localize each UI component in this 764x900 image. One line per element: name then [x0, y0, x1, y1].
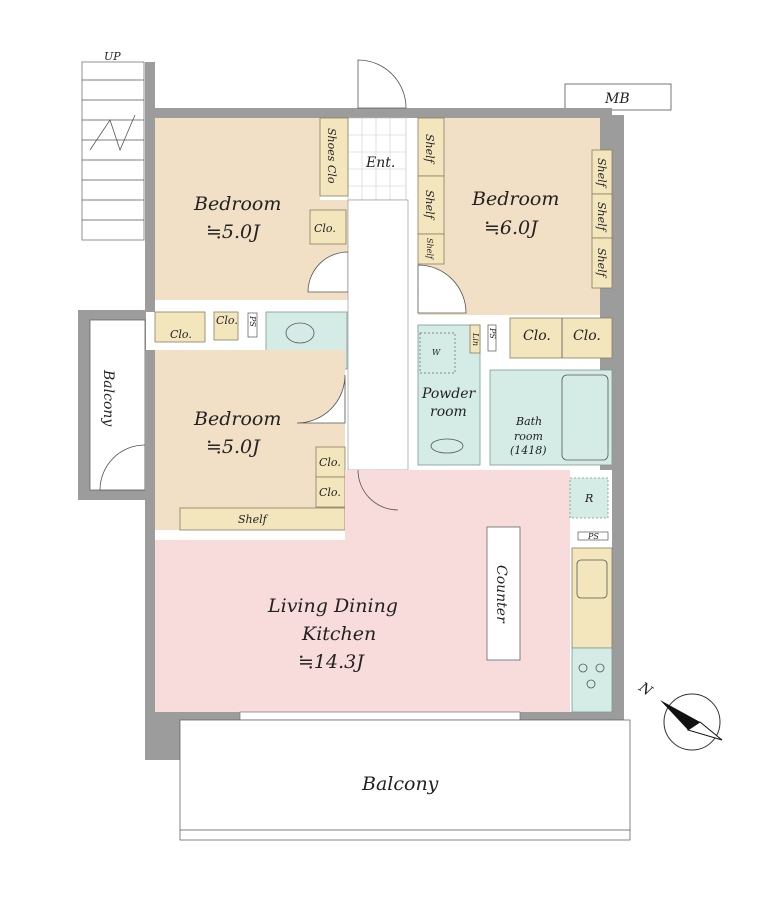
bedroom-2-size: ≒6.0J [484, 217, 539, 239]
washer-label: W [432, 348, 441, 357]
shelf-label: Shelf [595, 158, 608, 189]
bedroom-3: Shelf Clo. Clo. Bedroom ≒5.0J [155, 350, 346, 531]
wall-corner-bl [145, 720, 180, 760]
closet-label: Clo. [319, 456, 341, 469]
shelf-label: Shelf [595, 202, 608, 233]
shelf-label: Shelf [423, 134, 436, 165]
bedroom-1-size: ≒5.0J [206, 221, 261, 243]
closet-label: Clo. [319, 486, 341, 499]
shelf-label: Shelf [595, 248, 608, 279]
main-balcony: Balcony [179, 719, 631, 841]
ldk-name-2: Kitchen [301, 623, 376, 645]
stairs: UP [81, 50, 145, 241]
ps-label: PS [248, 315, 257, 327]
stairs-up-label: UP [104, 50, 121, 63]
ps-label: PS [488, 327, 497, 339]
bedroom-1-name: Bedroom [193, 193, 281, 215]
side-balcony: Balcony [78, 310, 146, 500]
entrance: Ent. [347, 117, 407, 201]
ldk-name-1: Living Dining [267, 595, 398, 617]
kitchen: R PS [569, 470, 613, 713]
window [239, 711, 521, 721]
wall-left-upper [145, 62, 155, 312]
front-door[interactable] [357, 59, 407, 109]
closet-label: Clo. [523, 328, 551, 344]
counter-label: Counter [493, 565, 509, 624]
ps-label: PS [587, 532, 599, 541]
hallway [347, 199, 409, 471]
powder-room: W Lin PS Powder room [417, 324, 497, 466]
powder-room-label: Powder [421, 386, 477, 402]
refrigerator-label: R [584, 492, 593, 505]
wall-left-lower [145, 350, 155, 720]
linen-label: Lin [471, 332, 480, 346]
bath-room: Bath room (1418) [489, 369, 613, 466]
shoes-closet-label: Shoes Clo [325, 128, 338, 184]
wall-right-outer [612, 115, 624, 755]
closet-label: Clo. [216, 314, 238, 327]
living-dining-kitchen: Living Dining Kitchen ≒14.3J Counter [155, 469, 570, 712]
bedroom-3-name: Bedroom [193, 408, 281, 430]
closet-label: Clo. [170, 328, 192, 341]
bedroom-3-size: ≒5.0J [206, 436, 261, 458]
bath-room-label: Bath [515, 415, 542, 428]
shelf-label: Shelf [425, 238, 434, 261]
closet-label: Clo. [573, 328, 601, 344]
powder-room-label-2: room [430, 404, 467, 420]
bedroom-2: Shelf Shelf Shelf Shelf Shelf Shelf Bedr… [417, 117, 613, 315]
bedroom-2-name: Bedroom [471, 188, 559, 210]
meter-box-label: MB [604, 91, 630, 107]
shelf-label: Shelf [238, 513, 269, 526]
ldk-size: ≒14.3J [298, 651, 365, 673]
side-balcony-label: Balcony [100, 369, 116, 427]
bath-room-size: (1418) [510, 444, 547, 457]
meter-box: MB [564, 83, 672, 111]
bedroom-1: Shoes Clo Clo. Bedroom ≒5.0J [155, 117, 349, 300]
closet-label: Clo. [314, 222, 336, 235]
entrance-label: Ent. [365, 155, 395, 171]
compass: N [635, 679, 723, 751]
sink [576, 559, 608, 599]
shelf-label: Shelf [423, 190, 436, 221]
main-balcony-label: Balcony [361, 773, 439, 795]
bath-room-label-2: room [514, 430, 543, 443]
north-label: N [635, 679, 656, 700]
wall-top [145, 108, 610, 118]
counter [486, 526, 521, 661]
